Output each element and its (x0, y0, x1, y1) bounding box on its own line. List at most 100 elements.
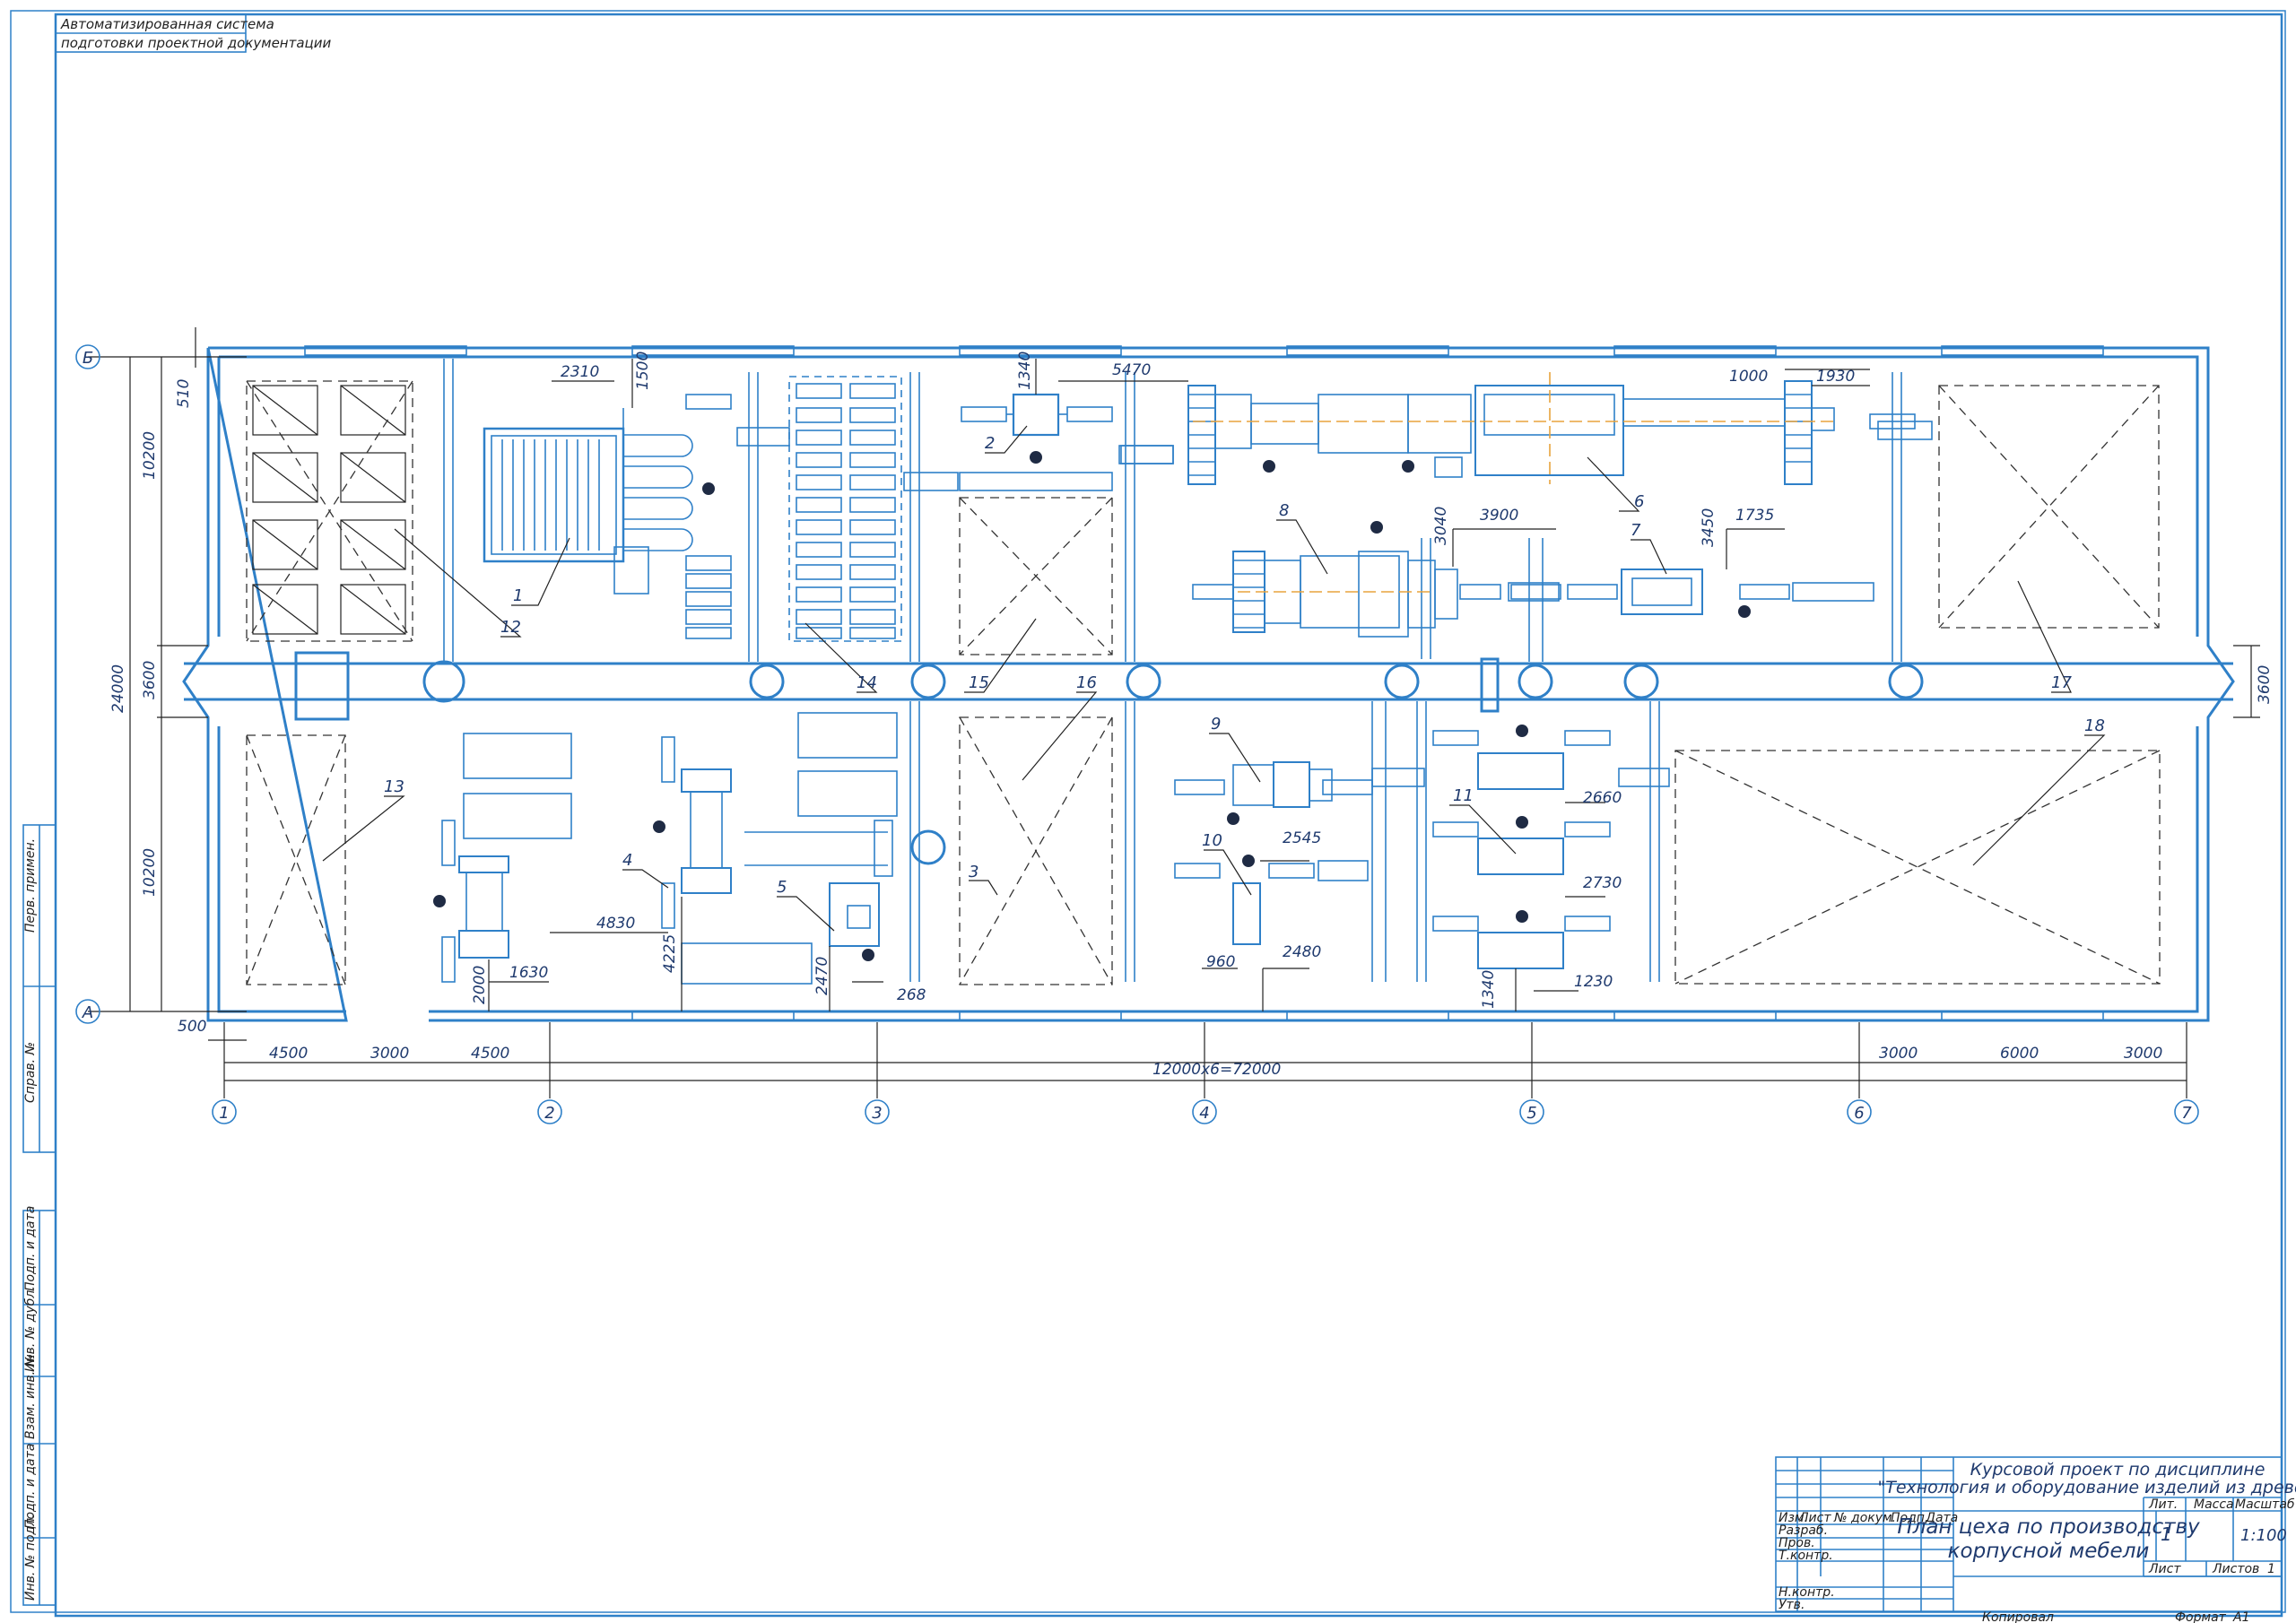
pos-3: 3 (969, 863, 978, 881)
dim-bay-3000c: 3000 (2124, 1045, 2162, 1063)
axis-row-label-b: Б (83, 349, 93, 368)
dim-4225: 4225 (661, 934, 679, 973)
pos-11: 11 (1453, 786, 1474, 805)
tb-scale-value: 1:100 (2240, 1526, 2287, 1545)
axis-row-label-a: А (82, 1003, 93, 1022)
tb-format-value: А1 (2232, 1610, 2249, 1623)
strip-label-5: Взам. инв. № (23, 1354, 38, 1439)
dim-1500: 1500 (634, 352, 652, 390)
dim-10200-bot: 10200 (141, 848, 159, 897)
tb-project-line2: "Технология и оборудование изделий из др… (1877, 1478, 2296, 1497)
stacks-lower-left (441, 712, 898, 985)
storage-zone-17 (1938, 385, 2160, 629)
axis-col-label-2: 2 (544, 1104, 554, 1123)
dim-1340-top: 1340 (1016, 352, 1034, 390)
pos-12: 12 (500, 618, 521, 637)
tb-title-line2: корпусной мебели (1948, 1540, 2150, 1563)
dim-2470: 2470 (813, 957, 831, 995)
machine-9 (1174, 761, 1373, 808)
tb-row-razrab: Разраб. (1779, 1523, 1828, 1538)
axis-col-label-4: 4 (1199, 1104, 1209, 1123)
tb-format-label: Формат (2175, 1610, 2227, 1623)
tb-mass-label: Масса (2194, 1497, 2234, 1512)
dim-3600-right: 3600 (2256, 665, 2274, 704)
side-strip: Перв. примен. Справ. № Подп. и дата Инв.… (22, 824, 57, 1606)
axis-col-6 (1847, 1099, 1872, 1124)
dim-2310: 2310 (561, 363, 599, 381)
axis-col-4 (1192, 1099, 1217, 1124)
tb-row-utv: Утв. (1779, 1598, 1805, 1612)
axis-col-label-7: 7 (2181, 1104, 2192, 1123)
machine-2 (961, 393, 1113, 437)
dim-3450: 3450 (1700, 508, 1718, 547)
machine-4 (681, 768, 732, 894)
storage-zone-13 (246, 734, 346, 985)
strip-label-1: Перв. примен. (23, 838, 38, 933)
dim-bay-3000b: 3000 (1879, 1045, 1918, 1063)
machine-8 (1192, 551, 1501, 638)
axis-col-3 (865, 1099, 890, 1124)
axis-col-label-6: 6 (1854, 1104, 1864, 1123)
dim-1230: 1230 (1574, 973, 1613, 991)
strip-label-7: Инв. № подл. (23, 1514, 38, 1601)
inner-frame (54, 13, 2283, 1618)
outer-frame (10, 10, 2286, 1613)
tb-row-nkontr: Н.контр. (1779, 1585, 1835, 1600)
stamp-line1: Автоматизированная система (60, 16, 274, 32)
pos-14: 14 (857, 673, 877, 692)
storage-zone-12 (246, 380, 413, 642)
title-block: Изм. Лист № докум. Подп. Дата Разраб. Пр… (1775, 1456, 2296, 1623)
tb-copied: Копировал (1982, 1610, 2054, 1623)
building (182, 345, 2235, 1022)
dim-5470: 5470 (1112, 361, 1151, 379)
dimension-lines (129, 327, 2260, 1081)
axis-grid: 1 2 3 4 5 6 7 Б А (75, 344, 2199, 1124)
tb-lit-value: 1 (2161, 1523, 2172, 1545)
tb-scale-label: Масштаб (2235, 1497, 2295, 1512)
storage-zone-15 (959, 497, 1113, 655)
pos-17: 17 (2051, 673, 2072, 692)
pos-13: 13 (384, 777, 404, 796)
machine-11-group (1432, 730, 1611, 969)
dim-960: 960 (1206, 953, 1235, 971)
dim-1630: 1630 (509, 964, 548, 982)
pos-18: 18 (2084, 716, 2105, 735)
axis-col-label-3: 3 (872, 1104, 882, 1123)
tb-col-dokum: № докум. (1833, 1511, 1896, 1525)
pos-10: 10 (1202, 831, 1222, 850)
dim-bay-3000a: 3000 (370, 1045, 409, 1063)
machine-6-line (1120, 372, 1916, 485)
dim-2660: 2660 (1583, 789, 1622, 807)
pos-6: 6 (1634, 492, 1644, 511)
tb-col-data: Дата (1925, 1511, 1958, 1525)
tb-lit-label: Лит. (2148, 1497, 2178, 1512)
machine-10 (1174, 860, 1369, 945)
pos-8: 8 (1279, 501, 1289, 520)
worker-markers (433, 451, 1751, 961)
strip-label-3: Подп. и дата (23, 1206, 38, 1291)
dim-bay-6000: 6000 (2000, 1045, 2039, 1063)
pos-15: 15 (969, 673, 989, 692)
dim-1735: 1735 (1735, 507, 1774, 525)
tb-sheet-label: Лист (2148, 1562, 2181, 1576)
pos-4: 4 (622, 851, 632, 870)
axis-row-b (75, 344, 100, 369)
dim-1000: 1000 (1729, 368, 1768, 386)
dim-bay-4500b: 4500 (471, 1045, 509, 1063)
dim-3600-left: 3600 (141, 661, 159, 699)
dim-1340-bot: 1340 (1480, 970, 1498, 1009)
dim-510: 510 (175, 379, 193, 408)
tb-col-izm: Изм. (1779, 1511, 1808, 1525)
stacks-near-1 (685, 394, 732, 639)
dim-4830: 4830 (596, 915, 635, 933)
tb-col-podp: Подп. (1891, 1511, 1928, 1525)
dimension-texts: 510 10200 3600 10200 24000 3600 500 2310… (109, 352, 2274, 1079)
dim-1930: 1930 (1816, 368, 1855, 386)
dim-3040: 3040 (1432, 507, 1450, 545)
dim-2000: 2000 (471, 966, 489, 1004)
strip-label-6: Подп. и дата (23, 1444, 38, 1529)
axis-col-2 (537, 1099, 562, 1124)
machine-3 (458, 855, 509, 959)
axis-col-1 (212, 1099, 237, 1124)
stack-zone-14 (788, 376, 902, 642)
